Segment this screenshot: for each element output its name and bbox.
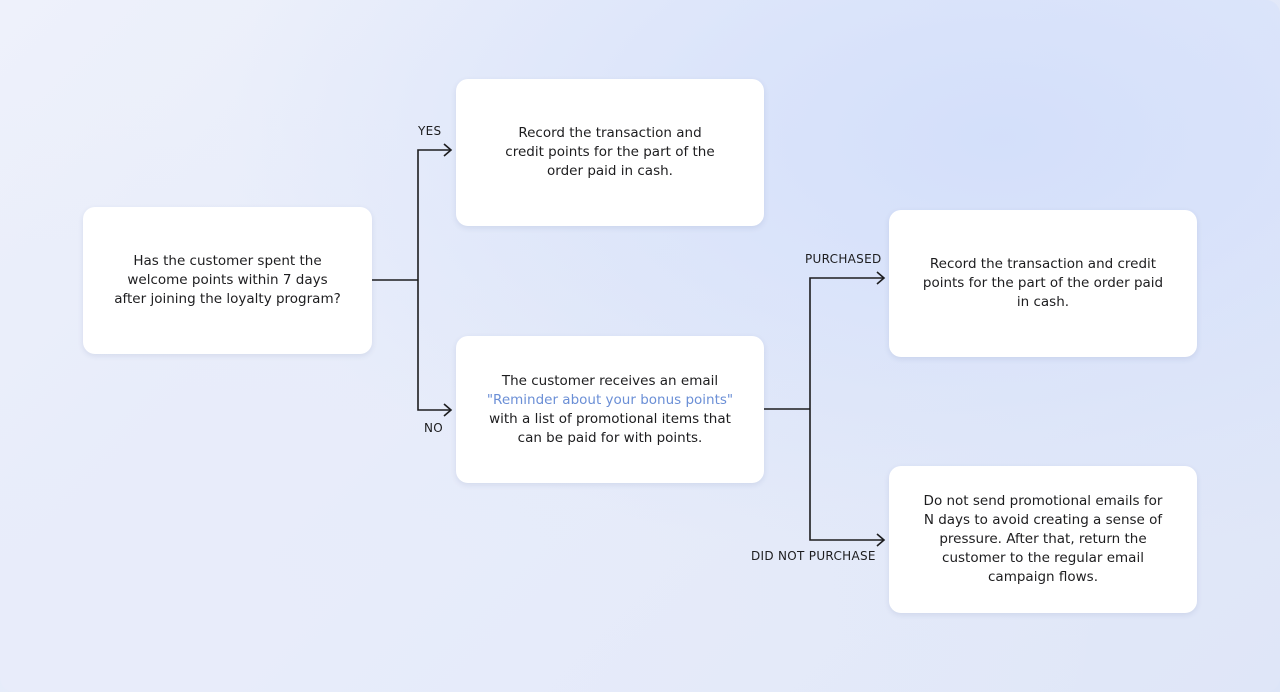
email-subject-highlight: "Reminder about your bonus points" — [486, 391, 734, 408]
decision-node-welcome-points: Has the customer spent the welcome point… — [83, 207, 372, 354]
action-node-reminder-email: The customer receives an email "Reminder… — [456, 336, 764, 483]
arrowhead-purchased — [876, 271, 886, 285]
node-text-line: points for the part of the order paid — [922, 275, 1164, 291]
node-text-line: Record the transaction and — [518, 125, 702, 141]
node-text-line: Record the transaction and credit — [929, 256, 1157, 272]
action-node-record-transaction-yes: Record the transaction and credit points… — [456, 79, 764, 226]
node-text-line: order paid in cash. — [547, 163, 673, 179]
arrowhead-yes — [443, 143, 453, 157]
edge-label-no: NO — [424, 421, 444, 435]
node-text-line: pressure. After that, return the — [939, 531, 1147, 547]
edge-label-yes: YES — [418, 124, 442, 138]
node-text-line: campaign flows. — [988, 569, 1098, 585]
node-text-line: welcome points within 7 days — [127, 272, 328, 288]
node-text-line: can be paid for with points. — [517, 429, 703, 446]
node-text-line: Do not send promotional emails for — [923, 493, 1163, 509]
node-text-line: Has the customer spent the — [133, 253, 322, 269]
action-node-pause-emails: Do not send promotional emails for N day… — [889, 466, 1197, 613]
edge-label-did-not-purchase: DID NOT PURCHASE — [751, 549, 876, 563]
connector-no-branch — [417, 280, 451, 411]
connector-purchased-branch — [809, 277, 884, 409]
node-text-line: with a list of promotional items that — [489, 410, 731, 427]
arrowhead-not-purchased — [876, 533, 886, 547]
node-text-line: in cash. — [1016, 294, 1070, 310]
node-text-line: customer to the regular email — [942, 550, 1144, 566]
edge-label-purchased: PURCHASED — [805, 252, 882, 266]
node-text-line: The customer receives an email — [501, 372, 719, 389]
connector-yes-branch — [417, 149, 451, 280]
action-node-record-transaction-purchased: Record the transaction and credit points… — [889, 210, 1197, 357]
node-text-line: credit points for the part of the — [505, 144, 715, 160]
node-text-line: after joining the loyalty program? — [114, 291, 341, 307]
node-text-line: N days to avoid creating a sense of — [923, 512, 1163, 528]
connector-not-purchased-branch — [809, 409, 884, 541]
arrowhead-no — [443, 403, 453, 417]
